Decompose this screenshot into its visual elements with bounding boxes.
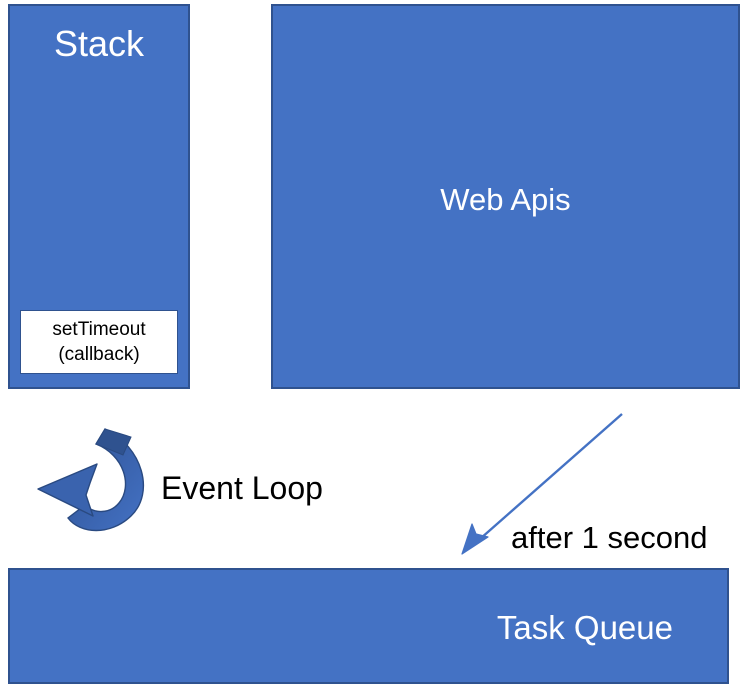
web-apis-box [271,4,740,389]
task-queue-label: Task Queue [496,609,673,646]
settimeout-frame-line1: setTimeout [52,319,146,340]
task-queue-box [8,568,729,684]
stack-label: Stack [53,23,145,64]
settimeout-frame-line2: (callback) [58,344,140,365]
settimeout-callback-frame: setTimeout (callback) [20,310,178,374]
event-loop-label: Event Loop [161,470,323,506]
after-delay-label: after 1 second [511,520,708,555]
web-apis-label: Web Apis [440,182,571,217]
